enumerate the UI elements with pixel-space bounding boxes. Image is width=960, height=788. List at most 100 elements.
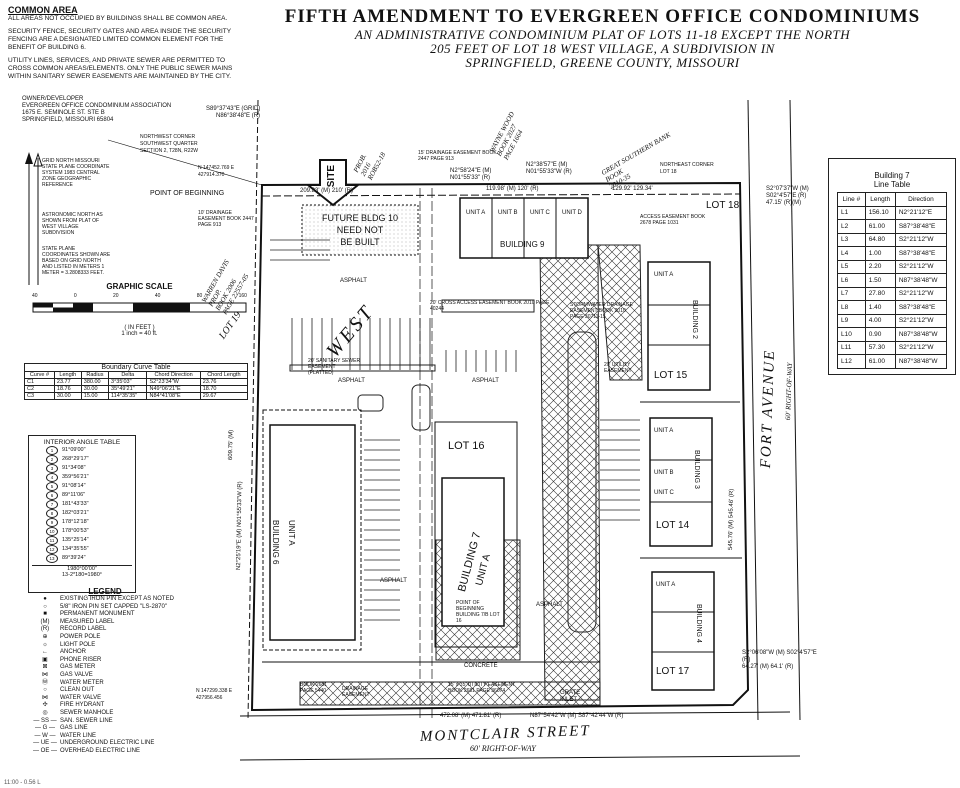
lot-16	[434, 421, 518, 648]
table-cell: L11	[837, 340, 866, 355]
table-cell: 57.30	[864, 340, 896, 355]
table-cell: 61.00	[864, 354, 896, 369]
building-9-label: BUILDING 9	[500, 240, 545, 249]
table-cell: C3	[24, 392, 55, 400]
scale-tick: 40	[154, 293, 161, 299]
angle-value: 359°56'21"	[62, 474, 89, 480]
dimension-right: 47.15' (R)(M)	[766, 200, 802, 206]
legend-item: ⊠GAS METER	[30, 664, 230, 672]
legend-symbol-icon: ■	[43, 611, 47, 618]
building-6	[269, 424, 356, 641]
angle-formula: 13-2*180=1980°	[62, 572, 102, 578]
bearing-right-2: S2°06'08"W (M) S02°4'57"E (R)	[742, 650, 817, 663]
angle-number: 9	[46, 518, 58, 527]
angle-number: 11	[46, 536, 58, 545]
legend-label: WATER LINE	[60, 732, 97, 739]
legend-item: (R)RECORD LABEL	[30, 626, 230, 634]
legend-label: EXISTING IRON PIN EXCEPT AS NOTED	[60, 596, 174, 602]
angle-number: 4	[46, 473, 58, 482]
plat-subtitle-1: AN ADMINISTRATIVE CONDOMINIUM PLAT OF LO…	[354, 27, 851, 42]
drainage-easement-sw: DRAINAGE EASEMENT	[342, 686, 370, 698]
bearing-top: N2°38'57"E (M)	[526, 162, 568, 168]
lot-17-label: LOT 17	[656, 666, 690, 677]
lot-15-label: LOT 15	[654, 370, 688, 381]
owner-line: 1675 E. SEMINOLE ST. STE B	[22, 110, 105, 116]
grate-inlet-label: GRATE INLET	[560, 690, 581, 703]
unit-label: UNIT D	[562, 210, 582, 216]
unit-label: UNIT C	[530, 210, 550, 216]
table-cell: 114°35'35"	[108, 392, 148, 400]
angle-number: 8	[46, 509, 58, 518]
unit-label: UNIT A	[654, 428, 674, 434]
drainage-easement-top: 15' DRAINAGE EASEMENT BOOK 2447 PAGE 913	[418, 150, 497, 162]
angle-value: 134°35'55"	[62, 546, 89, 552]
angle-value: 135°25'14"	[62, 537, 89, 543]
line-col-header: Direction	[894, 192, 948, 207]
owner-line: SPRINGFIELD, MISSOURI 65804	[22, 117, 114, 123]
building-2	[647, 261, 711, 391]
table-cell: L7	[837, 286, 866, 301]
legend-rows: ●EXISTING IRON PIN EXCEPT AS NOTED○5/8" …	[30, 596, 230, 755]
table-cell: 27.80	[864, 286, 896, 301]
angle-row: 11 135°25'14"	[32, 536, 132, 545]
bearing-top: N01°55'33"W (R)	[526, 169, 572, 175]
parking-island	[567, 331, 597, 633]
utility-easement: 20' UTILITY EASEMENT	[604, 362, 632, 374]
table-cell: S87°38'48"E	[894, 300, 948, 315]
legend-symbol-icon: ✣	[42, 702, 48, 709]
legend-item: ⊕POWER POLE	[30, 634, 230, 642]
legend-item: — G —GAS LINE	[30, 725, 230, 733]
asphalt-label: ASPHALT	[472, 378, 499, 384]
asphalt-label: ASPHALT	[380, 578, 407, 584]
legend-symbol-icon: — OE —	[32, 747, 57, 754]
building-4-label: BUILDING 4	[695, 604, 702, 643]
angle-value: 89°11'06"	[62, 492, 86, 498]
scale-unit: ( IN FEET )	[124, 325, 155, 331]
coordinate-nw: N 147452.769 E 427914.370	[198, 165, 235, 178]
site-label: SITE	[326, 165, 337, 188]
hatched-easement	[597, 244, 643, 381]
legend-label: 5/8" IRON PIN SET CAPPED "LS-2870"	[60, 603, 167, 610]
legend: LEGEND ●EXISTING IRON PIN EXCEPT AS NOTE…	[30, 587, 230, 755]
legend-label: WATER VALVE	[60, 694, 102, 701]
utility-note: UTILITY LINES, SERVICES, AND PRIVATE SEW…	[8, 57, 233, 80]
dimension-top: 129.92' 129.34'	[612, 186, 653, 192]
owner-line: EVERGREEN OFFICE CONDOMINIUM ASSOCIATION	[22, 103, 172, 109]
legend-symbol-icon: — W —	[34, 732, 56, 739]
fort-avenue-line	[747, 99, 759, 721]
angle-value: 91°09'00"	[62, 447, 86, 453]
legend-label: PERMANENT MONUMENT	[60, 611, 135, 618]
bearing-top: N01°55'33" (R)	[450, 175, 491, 181]
sanitary-easement: 20' SANITARY SEWER EASEMENT (PLATTED)	[308, 358, 361, 376]
table-cell: S2°21'12"W	[894, 340, 948, 355]
legend-item: — SS —SAN. SEWER LINE	[30, 718, 230, 726]
footer-text: 11:00 - 0.56 L	[4, 780, 41, 786]
property-boundary	[250, 181, 750, 712]
legend-label: MEASURED LABEL	[60, 618, 115, 625]
lot-16-label: LOT 16	[448, 440, 485, 452]
table-cell: 2.20	[864, 259, 896, 274]
legend-item: ▣PHONE RISER	[30, 657, 230, 665]
legend-label: ANCHOR	[60, 649, 87, 656]
security-note: SECURITY FENCE, SECURITY GATES AND AREA …	[8, 28, 231, 51]
unit-label: UNIT B	[498, 210, 518, 216]
bearing-right: S2°07'37"W (M) S02°4'57"E (R)	[766, 186, 809, 199]
building-7	[441, 477, 505, 627]
table-cell: N87°38'48"W	[894, 354, 948, 369]
legend-item: ○CLEAN OUT	[30, 687, 230, 695]
legend-symbol-icon: (R)	[40, 626, 50, 633]
legend-item: ○5/8" IRON PIN SET CAPPED "LS-2870"	[30, 604, 230, 612]
coordinate-sw: N 147299.338 E 427956.456	[196, 688, 233, 701]
scale-tick: 20	[112, 293, 119, 299]
